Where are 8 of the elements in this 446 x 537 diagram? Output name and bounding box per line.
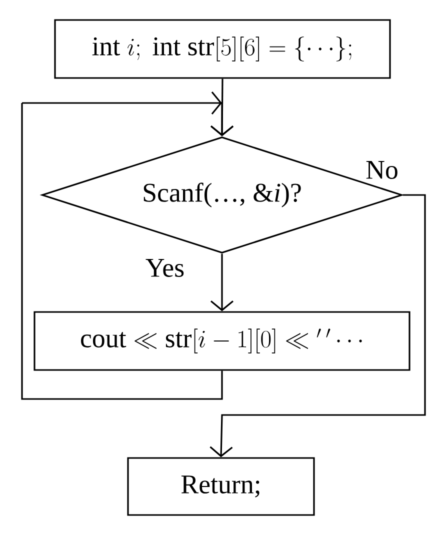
edge-label: Yes bbox=[146, 259, 184, 277]
process-box: $\mathrm{cout}\ll\mathrm{str}[i-1][0]\ll{}'\,'\cdots$ bbox=[34, 311, 410, 371]
arrow bbox=[210, 254, 234, 312]
arrow bbox=[21, 92, 234, 400]
process-box: Return; bbox=[127, 457, 315, 516]
edge-label: No bbox=[366, 161, 398, 179]
arrow bbox=[210, 194, 426, 458]
process-box: $\mathrm{int}\ i;\ \mathrm{int\ str}[5][6]=\{\cdots\};$ bbox=[54, 19, 391, 79]
